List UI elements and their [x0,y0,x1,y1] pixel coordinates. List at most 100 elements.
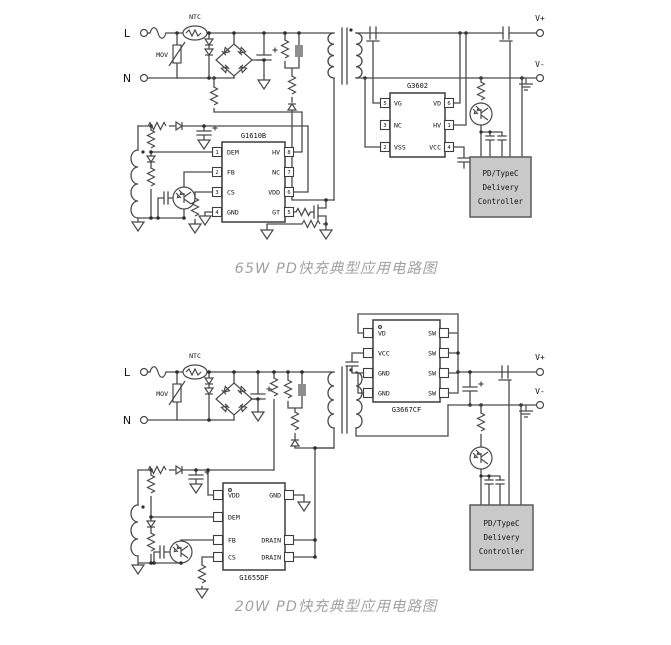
secondary-output: V+ V- [447,353,545,506]
load-switch-mosfet-icon [498,365,512,506]
earth-ground-icon [518,77,534,91]
diode-icon [204,38,214,46]
resistor-icon [283,379,293,399]
mov-label: MOV [156,51,168,59]
ntc-label: NTC [189,352,201,360]
vplus-label: V+ [535,353,545,362]
bridge-rectifier [215,370,259,421]
rcd-snubber [283,370,335,449]
pin-label: HV [272,149,280,157]
optocoupler-icon [469,102,493,126]
pin-label: NC [272,169,280,177]
ground-icon [188,223,202,234]
diode-icon [204,377,214,385]
ground-icon [257,79,271,90]
pin-number: 7 [287,170,290,176]
diode-icon [146,155,156,163]
bottom-circuit: L NTC MOV N [123,313,545,615]
pd-controller-line3: Controller [479,547,525,556]
phase-dot [141,150,145,154]
pin-label: DEM [228,514,240,522]
bridge-rectifier [215,31,265,79]
vminus-label: V- [535,60,545,69]
diode-icon [204,48,214,56]
pd-controller-line3: Controller [478,197,524,206]
pin-label: FB [227,169,235,177]
resistor-icon [476,412,486,432]
pin-label: GND [378,370,390,378]
controller-ic-name: G1655DF [239,574,269,582]
bulk-capacitor [250,370,273,422]
pd-controller-line2: Delivery [482,183,519,192]
pin-label: SW [428,390,436,398]
pin1-dot [227,487,233,493]
pin-label: DRAIN [261,554,281,562]
pin-label: FB [228,537,236,545]
neutral-terminal [139,415,149,425]
pin-label: SW [428,350,436,358]
vplus-label: V+ [535,14,545,23]
transformer [327,27,363,201]
vplus-terminal [535,28,545,38]
ac-input-section: L NTC MOV N [123,352,335,427]
output-feedback [469,404,522,506]
pin-number: 6 [447,101,450,107]
primary-mosfet-section [260,198,335,240]
optocoupler-icon [469,446,493,470]
diode-icon [290,439,300,447]
line-terminal [139,367,149,377]
aux-winding-network [130,121,219,234]
load-switch-mosfet-icon [499,26,513,158]
phase-dot [141,505,145,509]
sense-resistor-icon [301,219,321,229]
diode-icon [175,465,183,475]
bottom-circuit-caption: 20W PD快充典型应用电路图 [235,598,439,615]
pin-label: VCC [429,144,441,152]
mov-label: MOV [156,390,168,398]
resistor-icon [269,377,279,397]
fuse-icon [149,27,167,39]
pin-label: VD [433,100,441,108]
pin-number: 2 [383,145,386,151]
pin-label: VSS [394,144,406,152]
pd-controller-line2: Delivery [483,533,520,542]
vminus-terminal [535,400,545,410]
pin-number: 1 [215,150,218,156]
pin-label: SW [428,330,436,338]
pin-number: 4 [447,145,451,151]
ground-icon [195,588,209,599]
bulk-capacitor [256,31,279,90]
resistor-icon [146,474,156,494]
top-circuit-caption: 65W PD快充典型应用电路图 [235,260,439,277]
neutral-terminal-label: N [123,414,131,427]
pin-number: 5 [287,210,290,216]
neutral-terminal-label: N [123,72,131,85]
pd-controller: PD/TypeC Delivery Controller [469,156,532,218]
neutral-terminal [139,73,149,83]
pin-label: DRAIN [261,537,281,545]
optocoupler-icon [172,186,196,210]
film-capacitor-icon [295,45,303,57]
output-feedback [469,77,523,158]
diode-icon [146,520,156,528]
ground-icon [131,221,145,232]
ground-icon [297,501,311,512]
resistor-icon [287,75,297,95]
ntc-label: NTC [189,13,201,21]
pin-label: GND [269,492,281,500]
pin1-dot [377,324,383,330]
pin-label: CS [228,554,236,562]
resistor-icon [146,129,156,149]
top-circuit: L NTC MOV N [123,13,545,277]
diode-icon [204,387,214,395]
resistor-icon [197,564,207,584]
line-terminal [139,28,149,38]
ground-icon [319,229,333,240]
ground-icon [197,139,211,150]
pin-label: NC [394,122,402,130]
pin-number: 3 [383,123,386,129]
pin-label: VD [378,330,386,338]
pin-number: 8 [287,150,290,156]
resistor-icon [476,81,486,101]
secondary-output: V+ V- [355,14,545,158]
